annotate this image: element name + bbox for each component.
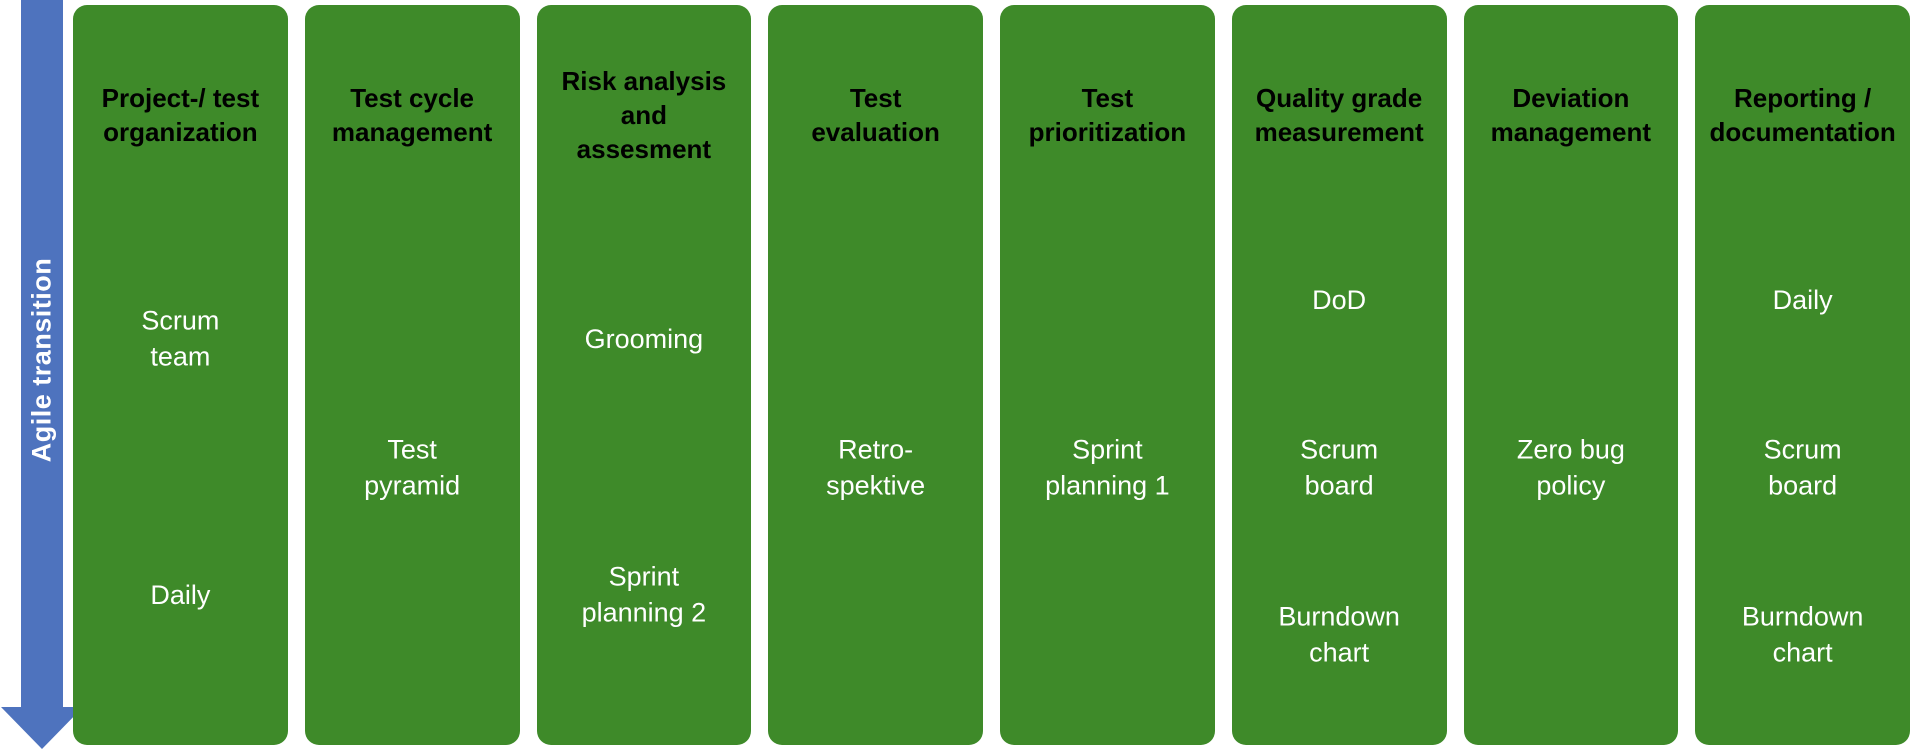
arrow-label: Agile transition	[26, 257, 57, 463]
item-burndown-chart: Burndown chart	[1278, 601, 1400, 668]
columns-row: Project-/ test organization Scrum team D…	[73, 5, 1910, 745]
item-daily: Daily	[150, 579, 211, 610]
column-test-cycle-management: Test cycle management Test pyramid	[304, 5, 520, 745]
column-deviation-management: Deviation management Zero bug policy	[1463, 5, 1679, 745]
arrow-shaft	[21, 0, 63, 708]
item-burndown-chart: Burndown chart	[1741, 601, 1864, 668]
item-grooming: Grooming	[584, 323, 704, 354]
item-daily: Daily	[1772, 284, 1833, 315]
column-header: Project-/ test organization	[101, 83, 260, 147]
column-header: Test cycle management	[331, 83, 493, 147]
column-header: Deviation management	[1490, 83, 1652, 147]
item-scrum-board: Scrum board	[1763, 434, 1842, 501]
item-sprint-planning-2: Sprint planning 2	[581, 561, 707, 628]
item-scrum-board: Scrum board	[1300, 434, 1379, 501]
column-reporting-documentation: Reporting / documentation Daily Scrum bo…	[1695, 5, 1910, 745]
item-zero-bug-policy: Zero bug policy	[1516, 434, 1625, 501]
column-header: Test prioritization	[1028, 83, 1187, 147]
column-header: Test evaluation	[811, 83, 940, 147]
column-header: Risk analysis and assesment	[561, 66, 727, 164]
column-risk-analysis-assesment: Risk analysis and assesment Grooming Spr…	[536, 5, 752, 745]
item-test-pyramid: Test pyramid	[364, 434, 461, 501]
item-scrum-team: Scrum team	[141, 305, 220, 372]
column-test-prioritization: Test prioritization Sprint planning 1	[1000, 5, 1215, 745]
arrow-down-icon	[1, 707, 83, 749]
column-quality-grade-measurement: Quality grade measurement DoD Scrum boar…	[1231, 5, 1447, 745]
column-project-test-organization: Project-/ test organization Scrum team D…	[73, 5, 288, 745]
agile-transition-arrow: Agile transition	[0, 0, 110, 750]
item-sprint-planning-1: Sprint planning 1	[1045, 434, 1170, 501]
column-header: Reporting / documentation	[1709, 83, 1896, 147]
column-test-evaluation: Test evaluation Retro- spektive	[768, 5, 983, 745]
item-dod: DoD	[1312, 284, 1367, 315]
column-header: Quality grade measurement	[1254, 83, 1424, 147]
item-retrospektive: Retro- spektive	[826, 434, 926, 501]
